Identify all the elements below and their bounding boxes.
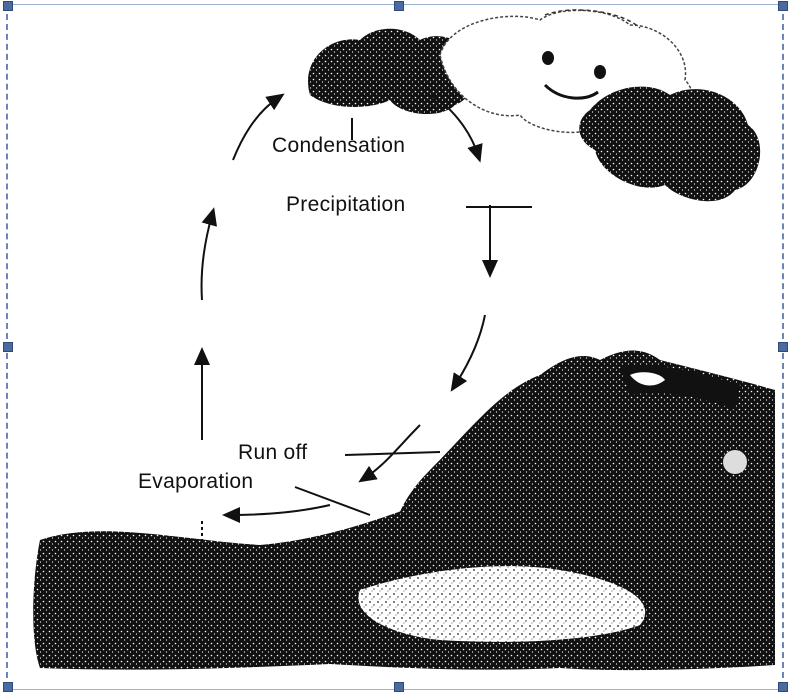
resize-handle-bottom-right[interactable] bbox=[778, 682, 788, 692]
evaporation-label: Evaporation bbox=[138, 470, 253, 494]
precipitation-label: Precipitation bbox=[286, 193, 405, 217]
run-off-label: Run off bbox=[238, 441, 307, 465]
condensation-label: Condensation bbox=[272, 134, 405, 158]
resize-handle-top-center[interactable] bbox=[394, 1, 404, 11]
resize-handle-top-right[interactable] bbox=[778, 1, 788, 11]
smiling-cloud-icon bbox=[308, 10, 760, 201]
resize-handle-top-left[interactable] bbox=[3, 1, 13, 11]
resize-handle-middle-left[interactable] bbox=[3, 342, 13, 352]
resize-handle-bottom-left[interactable] bbox=[3, 682, 13, 692]
resize-handle-middle-right[interactable] bbox=[778, 342, 788, 352]
resize-handle-bottom-center[interactable] bbox=[394, 682, 404, 692]
